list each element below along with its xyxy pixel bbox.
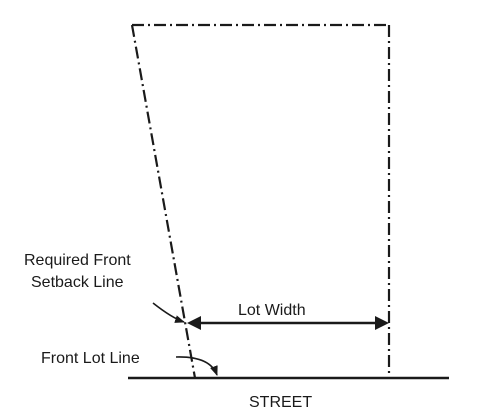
lot-width-left-arrowhead [187, 316, 201, 330]
lot-width-label: Lot Width [238, 302, 306, 319]
lot-left-boundary [130, 24, 197, 379]
street-label: STREET [249, 394, 313, 411]
lot-width-right-arrowhead [375, 316, 389, 330]
front-lot-line-leader-arrow [175, 356, 218, 376]
front-lot-line-label: Front Lot Line [41, 350, 140, 367]
setback-leader-arrow [152, 302, 185, 323]
setback-label-line1: Required Front [24, 252, 131, 269]
setback-label-line2: Setback Line [31, 274, 124, 291]
